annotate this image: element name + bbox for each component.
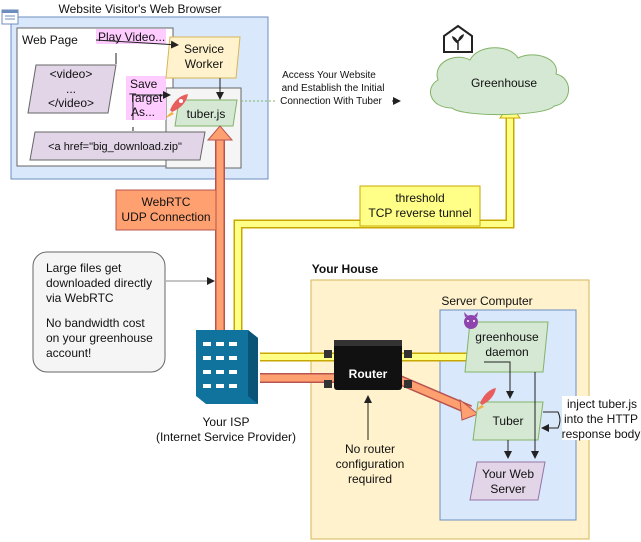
service-worker-node: Service Worker xyxy=(165,36,241,79)
router-node: Router xyxy=(324,340,412,390)
access-note: Access Your Website and Establish the In… xyxy=(280,70,384,107)
web-page-label: Web Page xyxy=(22,33,78,47)
browser-title: Website Visitor's Web Browser xyxy=(58,2,221,16)
save-target-arrow xyxy=(132,91,171,120)
daemon-to-tuber-arrow xyxy=(484,361,514,399)
svg-text:(Internet Service Provider): (Internet Service Provider) xyxy=(156,430,296,444)
svg-text:inject tuber.js: inject tuber.js xyxy=(567,397,637,411)
svg-text:</video>: </video> xyxy=(48,96,94,110)
tunnel-label: threshold TCP reverse tunnel xyxy=(359,185,481,227)
house-title: Your House xyxy=(312,262,379,276)
svg-text:Connection With Tuber: Connection With Tuber xyxy=(280,96,382,107)
svg-text:into the HTTP: into the HTTP xyxy=(564,412,638,426)
rocket-icon xyxy=(166,94,188,118)
isp-building-icon xyxy=(196,330,258,404)
browser-icon xyxy=(1,9,19,25)
svg-text:Target: Target xyxy=(129,91,163,105)
svg-text:<video>: <video> xyxy=(50,67,93,81)
webrtc-label: WebRTC UDP Connection xyxy=(115,189,217,231)
no-router-note: No router configuration required xyxy=(336,442,405,486)
svg-text:Your ISP: Your ISP xyxy=(203,415,250,429)
save-target-label: Save Target As... xyxy=(126,76,166,120)
svg-text:and Establish the Initial: and Establish the Initial xyxy=(282,83,385,94)
svg-text:<a href="big_download.zip": <a href="big_download.zip" xyxy=(48,141,182,153)
tuber-js-node: tuber.js xyxy=(166,94,238,127)
svg-text:daemon: daemon xyxy=(485,345,528,359)
inject-note: inject tuber.js into the HTTP response b… xyxy=(562,396,641,441)
svg-text:threshold: threshold xyxy=(395,191,444,205)
svg-text:tuber.js: tuber.js xyxy=(187,107,226,121)
svg-text:Save: Save xyxy=(130,77,158,91)
large-files-note: Large files get downloaded directly via … xyxy=(32,251,166,373)
svg-text:No router: No router xyxy=(345,442,395,456)
svg-text:Server: Server xyxy=(490,482,525,496)
anchor-tag-node: <a href="big_download.zip" xyxy=(29,131,206,161)
greenhouse-label: Greenhouse xyxy=(471,76,537,90)
play-video-arrow xyxy=(95,39,179,49)
svg-text:As...: As... xyxy=(131,105,155,119)
svg-text:greenhouse: greenhouse xyxy=(475,330,539,344)
svg-text:Large files get: Large files get xyxy=(46,261,122,275)
svg-text:TCP reverse tunnel: TCP reverse tunnel xyxy=(368,206,471,220)
svg-text:via WebRTC: via WebRTC xyxy=(46,291,114,305)
greenhouse-cloud: Greenhouse xyxy=(429,47,569,116)
svg-text:Your Web: Your Web xyxy=(482,467,534,481)
svg-text:Service: Service xyxy=(184,42,224,56)
greenhouse-icon xyxy=(443,24,473,53)
svg-text:configuration: configuration xyxy=(336,457,405,471)
devil-icon xyxy=(464,312,478,329)
play-video-label: Play Video... xyxy=(96,29,166,44)
svg-text:WebRTC: WebRTC xyxy=(142,195,191,209)
rocket-icon xyxy=(476,388,496,411)
svg-text:downloaded directly: downloaded directly xyxy=(46,276,152,290)
svg-text:No bandwidth cost: No bandwidth cost xyxy=(46,316,145,330)
inject-loop-arrow xyxy=(541,411,561,432)
svg-text:account!: account! xyxy=(46,346,91,360)
svg-text:...: ... xyxy=(66,82,76,96)
router-label: Router xyxy=(349,367,388,381)
svg-text:Tuber: Tuber xyxy=(493,414,524,428)
tuber-node: Tuber xyxy=(472,388,544,441)
svg-text:Play Video...: Play Video... xyxy=(98,30,165,44)
greenhouse-daemon-node: greenhouse daemon xyxy=(464,312,549,373)
svg-text:required: required xyxy=(348,472,392,486)
svg-text:response body: response body xyxy=(562,427,641,441)
svg-text:UDP Connection: UDP Connection xyxy=(121,210,210,224)
web-server-node: Your Web Server xyxy=(469,461,546,501)
svg-text:Access Your Website: Access Your Website xyxy=(282,70,376,81)
svg-text:Worker: Worker xyxy=(185,57,223,71)
video-tag-node: <video> ... </video> xyxy=(27,64,117,114)
svg-text:on your greenhouse: on your greenhouse xyxy=(46,331,153,345)
isp-label: Your ISP (Internet Service Provider) xyxy=(156,415,296,444)
server-computer-label: Server Computer xyxy=(441,294,532,308)
